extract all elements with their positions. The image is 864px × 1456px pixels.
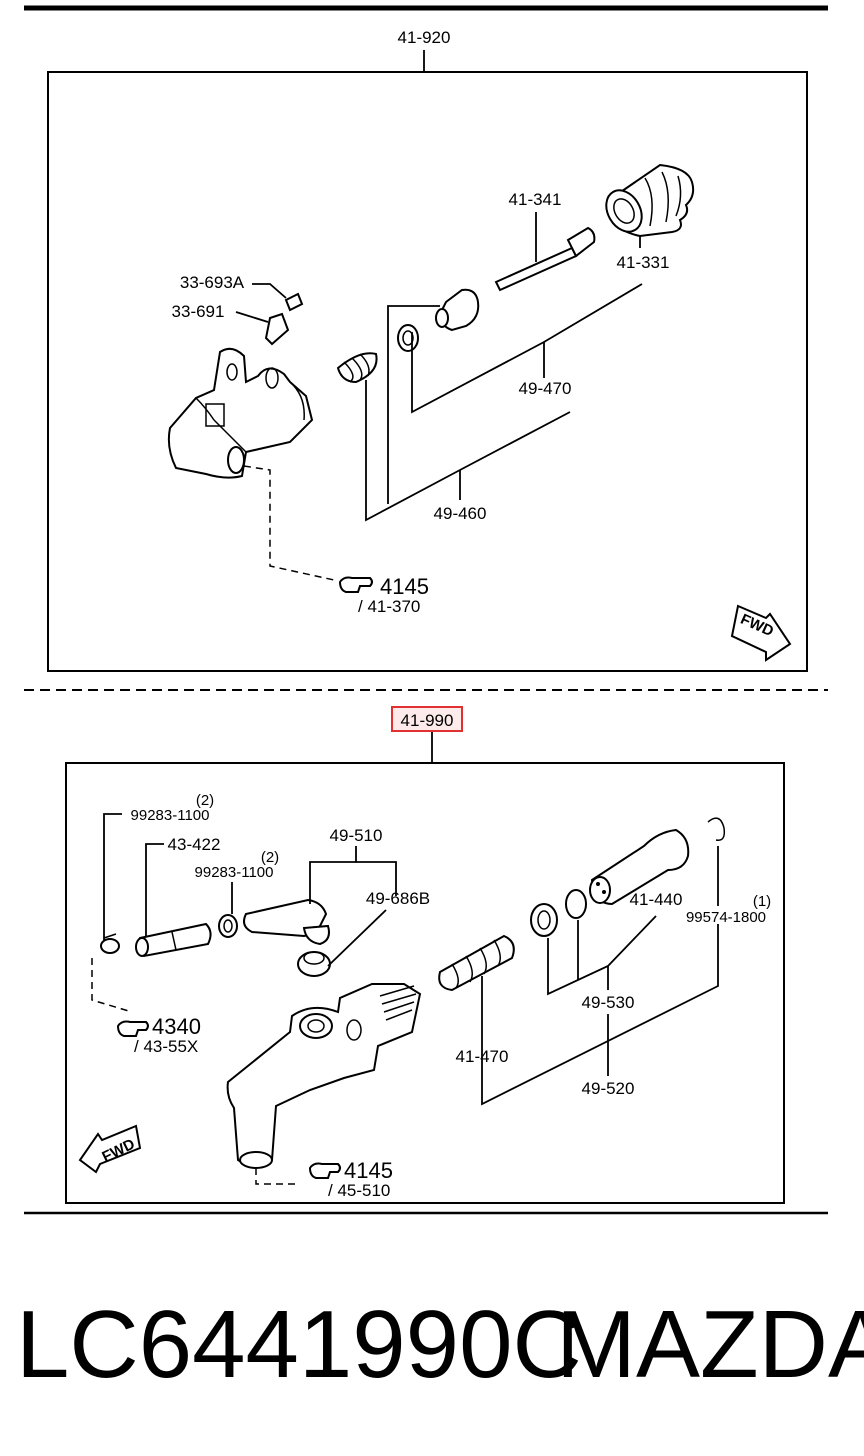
- reference-4145-top[interactable]: 4145 / 41-370: [338, 574, 429, 616]
- caption: LC6441990C MAZDA: [0, 1290, 864, 1410]
- hose-clamp-part[interactable]: [100, 933, 120, 954]
- ref-top-main: 4145: [380, 574, 429, 599]
- ref-bottom-sub: / 45-510: [328, 1181, 390, 1200]
- ref-top-sub: / 41-370: [358, 597, 420, 616]
- label-99574-1800[interactable]: 99574-1800: [686, 909, 766, 926]
- label-41-341[interactable]: 41-341: [509, 190, 562, 209]
- piston-bottom-part[interactable]: [589, 828, 690, 906]
- highlight-box-41-990: [391, 706, 463, 732]
- label-49-520[interactable]: 49-520: [582, 1079, 635, 1098]
- reference-4340[interactable]: 4340 / 43-55X: [116, 1014, 201, 1056]
- grommet-part[interactable]: [297, 951, 331, 977]
- pointing-hand-icon: [308, 1162, 341, 1179]
- brand-name: MAZDA: [556, 1291, 864, 1398]
- boot-part[interactable]: [599, 163, 695, 238]
- top-assembly-label[interactable]: 41-920: [398, 28, 451, 47]
- pointing-hand-icon: [116, 1020, 149, 1037]
- cylinder-body-bottom-part[interactable]: [226, 983, 422, 1169]
- inlet-pipe-part[interactable]: [243, 898, 330, 946]
- pointing-hand-icon: [338, 576, 373, 593]
- fwd-arrow-icon: FWD: [730, 604, 792, 662]
- bottom-panel: 41-990 (2) 99283-1100 43-422 (2) 99283-1…: [65, 706, 785, 1204]
- spring-part[interactable]: [336, 352, 378, 384]
- ref-bottom-main: 4145: [344, 1158, 393, 1183]
- label-49-686b[interactable]: 49-686B: [366, 889, 430, 908]
- label-49-470[interactable]: 49-470: [519, 379, 572, 398]
- spring-bottom-part[interactable]: [438, 934, 515, 992]
- label-43-422[interactable]: 43-422: [168, 835, 221, 854]
- qty-99283-b: (2): [261, 849, 279, 866]
- top-panel-frame: [47, 71, 808, 672]
- label-33-691[interactable]: 33-691: [172, 302, 225, 321]
- label-49-460[interactable]: 49-460: [434, 504, 487, 523]
- o-ring-part[interactable]: [565, 889, 587, 919]
- label-33-693a[interactable]: 33-693A: [180, 273, 245, 292]
- hose-part[interactable]: [135, 922, 212, 958]
- part-number: LC6441990C: [16, 1291, 582, 1398]
- cylinder-body-part[interactable]: [167, 347, 314, 479]
- qty-99283-a: (2): [196, 792, 214, 809]
- label-99283-1100-a[interactable]: 99283-1100: [131, 807, 210, 824]
- bottom-assembly-label[interactable]: 41-990: [401, 711, 454, 730]
- cup-seal-bottom-part[interactable]: [530, 903, 558, 937]
- bottom-panel-frame: [65, 762, 785, 1204]
- reference-4145-bottom[interactable]: 4145 / 45-510: [308, 1158, 393, 1200]
- label-49-530[interactable]: 49-530: [582, 993, 635, 1012]
- label-41-470[interactable]: 41-470: [456, 1047, 509, 1066]
- bleeder-screw-part[interactable]: [264, 312, 290, 346]
- piston-part[interactable]: [435, 288, 480, 332]
- bleeder-cap-part[interactable]: [284, 292, 304, 312]
- label-41-331[interactable]: 41-331: [617, 253, 670, 272]
- ref-4340-sub: / 43-55X: [134, 1037, 198, 1056]
- fwd-arrow-bottom-icon: FWD: [78, 1124, 142, 1174]
- top-panel: 41-920 41-331 41-341: [47, 28, 808, 672]
- label-49-510[interactable]: 49-510: [330, 826, 383, 845]
- ref-4340-main: 4340: [152, 1014, 201, 1039]
- qty-99574: (1): [753, 893, 771, 910]
- push-rod-part[interactable]: [494, 226, 596, 292]
- label-41-440[interactable]: 41-440: [630, 890, 683, 909]
- snap-ring-part[interactable]: [707, 817, 726, 841]
- hose-clamp-2-part[interactable]: [218, 914, 238, 938]
- label-99283-1100-b[interactable]: 99283-1100: [195, 864, 274, 881]
- cup-seal-part[interactable]: [397, 324, 419, 352]
